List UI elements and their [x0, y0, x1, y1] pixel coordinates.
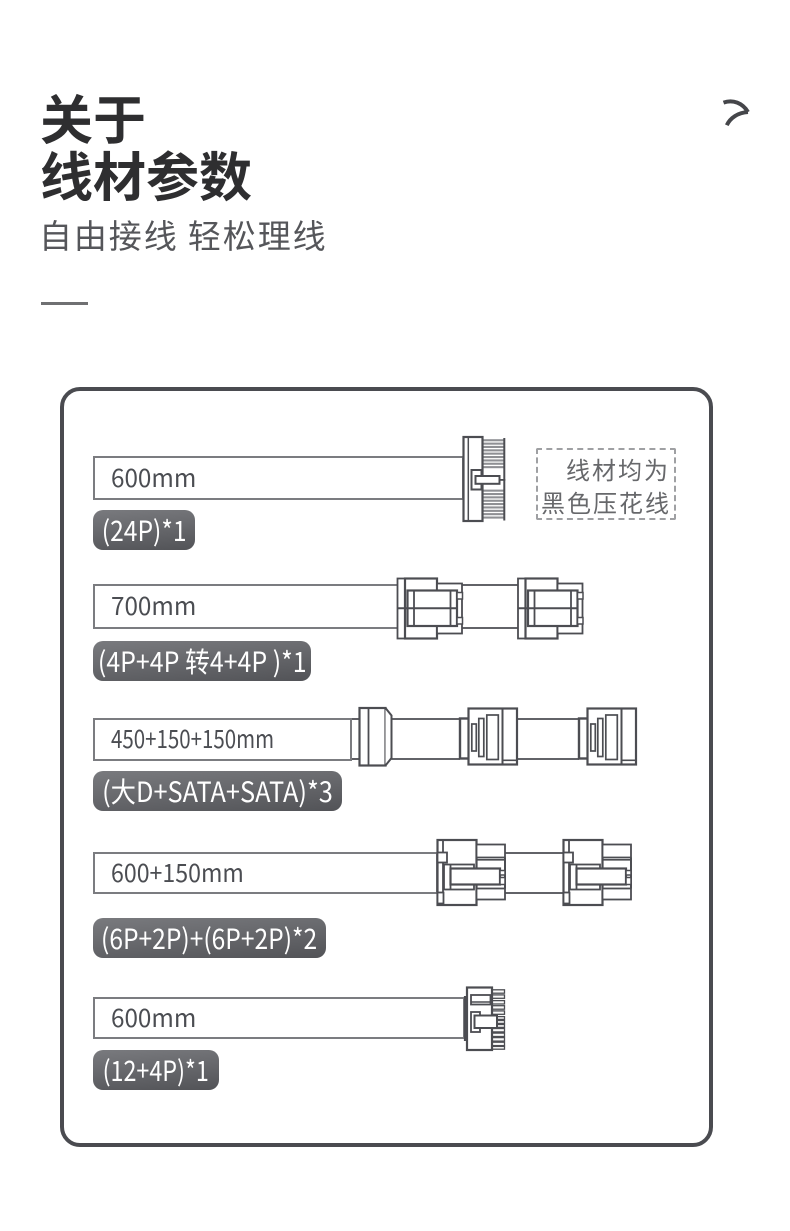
- page-title: 关于线材参数: [40, 89, 252, 203]
- cable-type-label: (4P+4P 转4+4P )*1: [97, 641, 307, 681]
- cable-length-box: 700mm: [93, 584, 400, 629]
- cable-length-box: 600mm: [93, 456, 464, 500]
- 12plus4p-connector: [463, 986, 506, 1052]
- 4p-plus-4p-connectors: [396, 577, 584, 640]
- cable-length-label: 600mm: [110, 999, 196, 1035]
- cable-type-badge: (12+4P)*1: [93, 1050, 219, 1090]
- cable-type-badge: (大D+SATA+SATA)*3: [93, 771, 342, 811]
- cable-length-label: 600mm: [110, 459, 196, 495]
- cable-type-badge: (4P+4P 转4+4P )*1: [93, 641, 311, 681]
- cable-length-label: 600+150mm: [110, 854, 244, 890]
- 6p2p-6p2p-connectors: [436, 838, 632, 907]
- cable-type-label: (大D+SATA+SATA)*3: [102, 771, 333, 811]
- cable-length-label: 700mm: [110, 587, 196, 623]
- 24p-atx-connector: [462, 435, 506, 523]
- molex-sata-sata-connectors: [352, 706, 638, 767]
- title-line2: 线材参数: [40, 136, 252, 212]
- note-line2: 黑色压花线: [541, 484, 671, 519]
- cable-note-box: 线材均为 黑色压花线: [536, 448, 676, 520]
- title-line1: 关于: [40, 79, 146, 155]
- title-underline: [41, 302, 88, 305]
- cable-type-label: (24P)*1: [101, 510, 187, 550]
- cable-type-badge: (24P)*1: [93, 510, 195, 550]
- note-line1: 线材均为: [566, 451, 670, 486]
- cable-length-box: 600mm: [93, 997, 465, 1039]
- cable-length-box: 450+150+150mm: [93, 718, 352, 761]
- curved-chevron-right-icon: [722, 99, 750, 127]
- cable-type-label: (12+4P)*1: [102, 1050, 210, 1090]
- cable-type-label: (6P+2P)+(6P+2P)*2: [101, 918, 318, 958]
- cable-length-label: 450+150+150mm: [110, 720, 274, 756]
- cable-length-box: 600+150mm: [93, 852, 438, 894]
- page-subtitle: 自由接线 轻松理线: [39, 210, 328, 258]
- cable-type-badge: (6P+2P)+(6P+2P)*2: [93, 918, 326, 958]
